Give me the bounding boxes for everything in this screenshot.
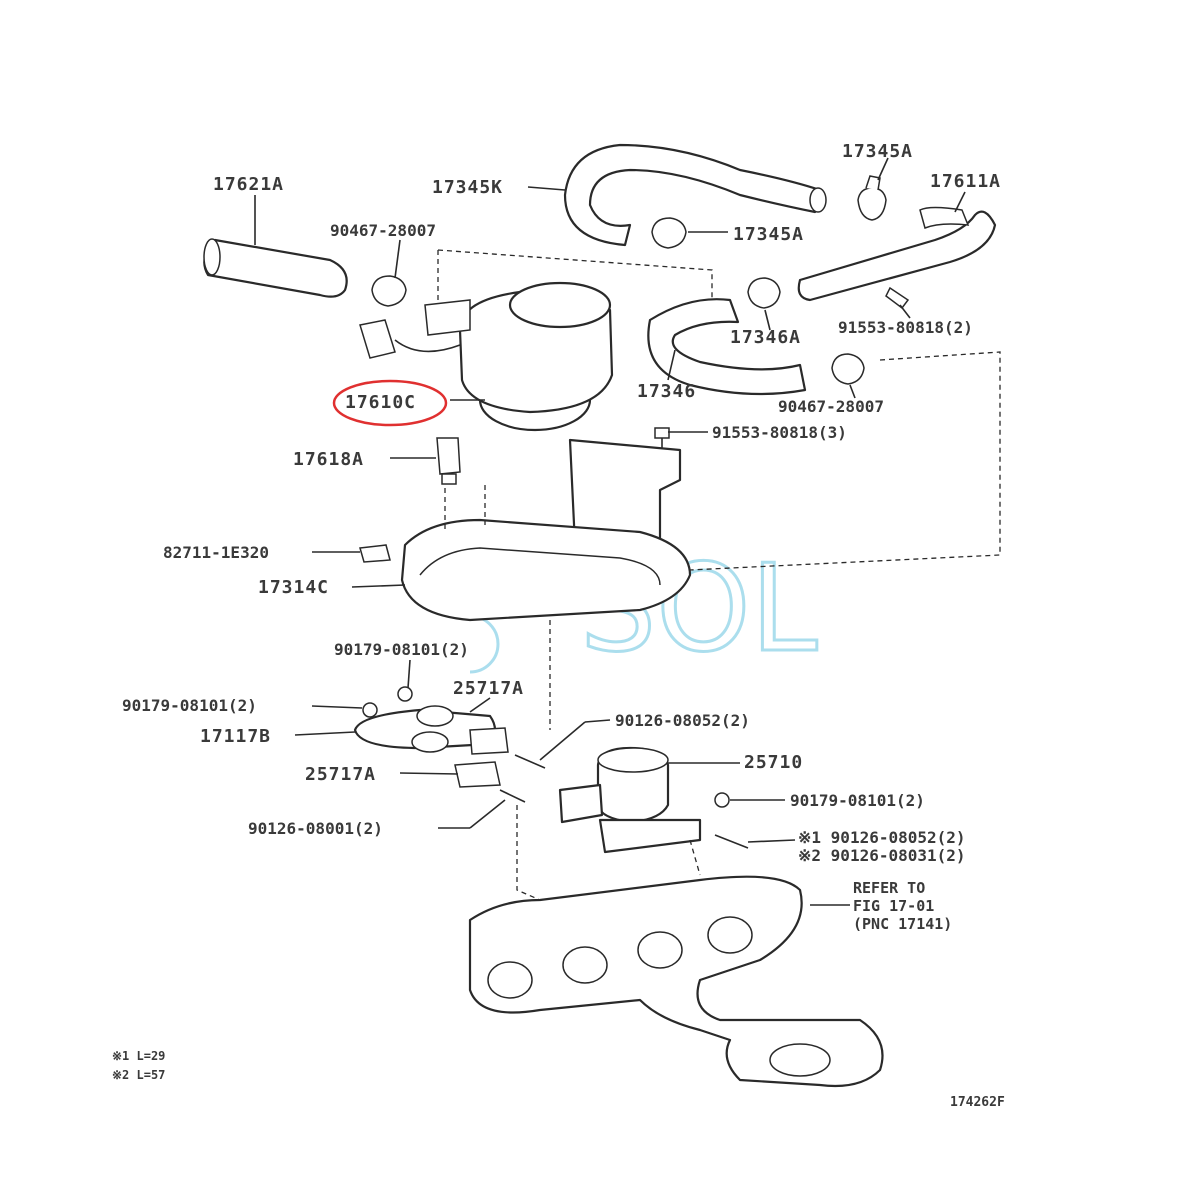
sensor-17618A: [436, 437, 461, 485]
leader-lines: [254, 157, 966, 906]
hose-17346: [647, 298, 807, 396]
bolt-91553-2: [885, 286, 910, 310]
footnote-1: ※1 L=29: [112, 1049, 165, 1063]
tray-17314C: [400, 438, 692, 622]
clamp-17346A: [747, 277, 781, 309]
label-17314C: 17314C: [258, 577, 329, 598]
label-17345A-mid: 17345A: [733, 224, 804, 245]
label-82711-1E320: 82711-1E320: [163, 543, 269, 562]
air-pump-17610C: [359, 281, 614, 432]
valve-25710: [558, 746, 702, 854]
label-25717A-bot: 25717A: [305, 764, 376, 785]
exhaust-manifold: [468, 875, 884, 1088]
studs-90126: [499, 754, 749, 849]
label-90467-28007-mid: 90467-28007: [778, 397, 884, 416]
highlight-17610C-circle: [332, 379, 448, 427]
label-17345K: 17345K: [432, 177, 503, 198]
guide-lines: [437, 249, 1001, 901]
label-91553-80818-2: 91553-80818(2): [838, 318, 973, 337]
label-91553-80818-3: 91553-80818(3): [712, 423, 847, 442]
label-25717A-top: 25717A: [453, 678, 524, 699]
clamp-17345A-mid: [651, 217, 687, 249]
refer-line-3: (PNC 17141): [853, 915, 952, 933]
refer-line-1: REFER TO: [853, 879, 925, 897]
label-90126-08052-a: 90126-08052(2): [615, 711, 750, 730]
label-90467-28007-top: 90467-28007: [330, 221, 436, 240]
clip-82711: [359, 544, 391, 563]
hose-17621A: [203, 238, 348, 298]
label-17611A: 17611A: [930, 171, 1001, 192]
label-90179-08101-a: 90179-08101(2): [334, 640, 469, 659]
clamp-90467-top: [371, 275, 407, 307]
pipe-17117B: [353, 705, 509, 788]
label-90179-08101-c: 90179-08101(2): [790, 791, 925, 810]
clamp-90467-mid: [831, 353, 865, 385]
label-17117B: 17117B: [200, 726, 271, 747]
label-90179-08101-b: 90179-08101(2): [122, 696, 257, 715]
clamp-17345A-top: [857, 175, 887, 221]
hose-17345K: [563, 143, 827, 247]
refer-line-2: FIG 17-01: [853, 897, 934, 915]
label-25710: 25710: [744, 752, 803, 773]
label-17346A: 17346A: [730, 327, 801, 348]
footnote-2: ※2 L=57: [112, 1068, 165, 1082]
label-17618A: 17618A: [293, 449, 364, 470]
label-90126-08031: ※2 90126-08031(2): [798, 846, 966, 865]
label-17346: 17346: [637, 381, 696, 402]
pipe-17611A: [797, 206, 997, 302]
label-17610C: 17610C: [345, 392, 416, 413]
label-90126-08001: 90126-08001(2): [248, 819, 383, 838]
part-labels: 17621A 17345K 17345A 17611A 90467-28007 …: [112, 141, 1005, 1110]
label-17621A: 17621A: [213, 174, 284, 195]
label-90126-08052-b: ※1 90126-08052(2): [798, 828, 966, 847]
nuts-90179: [362, 686, 730, 808]
label-17345A-top: 17345A: [842, 141, 913, 162]
figure-code: 174262F: [950, 1095, 1005, 1110]
